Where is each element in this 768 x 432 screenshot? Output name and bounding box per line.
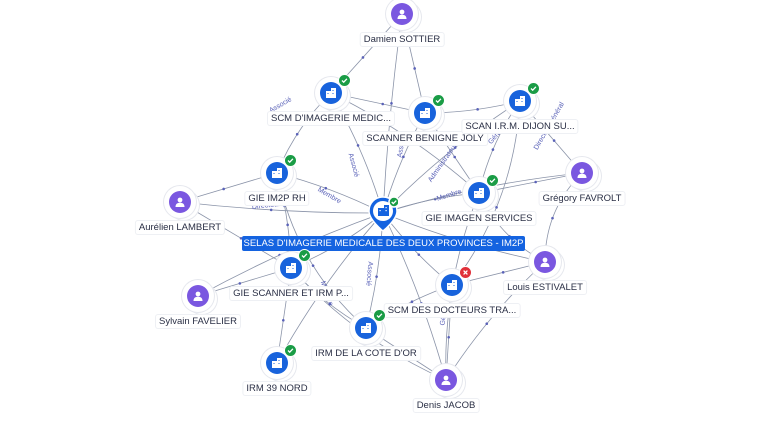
active-status-icon bbox=[338, 74, 351, 87]
edge-arrow-icon bbox=[485, 322, 489, 326]
center-company-label[interactable]: SELAS D'IMAGERIE MEDICALE DES DEUX PROVI… bbox=[242, 236, 525, 251]
node-disc bbox=[430, 364, 462, 396]
active-status-icon bbox=[298, 249, 311, 262]
building-icon bbox=[326, 88, 336, 98]
person-label: Grégory FAVROLT bbox=[539, 192, 625, 205]
node-disc bbox=[529, 246, 561, 278]
map-pin-icon[interactable] bbox=[368, 196, 398, 232]
building-icon bbox=[420, 108, 430, 118]
company-label: GIE SCANNER ET IRM P... bbox=[230, 287, 352, 300]
building-icon bbox=[515, 96, 525, 106]
company-label: SCM D'IMAGERIE MEDIC... bbox=[267, 112, 395, 125]
edge-arrow-icon bbox=[269, 208, 273, 212]
company-label: SCM DES DOCTEURS TRA... bbox=[384, 304, 520, 317]
edge-arrow-icon bbox=[311, 264, 315, 267]
building-icon bbox=[378, 205, 389, 216]
active-status-icon bbox=[432, 94, 445, 107]
graph-edge bbox=[179, 201, 384, 214]
company-label: IRM 39 NORD bbox=[243, 382, 311, 395]
graph-edge bbox=[382, 212, 447, 381]
edge-arrow-icon bbox=[361, 56, 365, 59]
building-icon bbox=[474, 188, 484, 198]
company-label: IRM DE LA COTE D'OR bbox=[312, 347, 420, 360]
graph-edge bbox=[179, 201, 292, 269]
edge-arrow-icon bbox=[534, 180, 537, 184]
company-label: GIE IM2P RH bbox=[245, 192, 309, 205]
person-label: Aurélien LAMBERT bbox=[135, 221, 225, 234]
edge-arrow-icon bbox=[328, 302, 332, 306]
person-label: Sylvain FAVELIER bbox=[156, 315, 240, 328]
edge-arrow-icon bbox=[501, 271, 505, 274]
edge-arrow-icon bbox=[324, 186, 328, 190]
person-icon bbox=[175, 197, 185, 207]
edge-arrow-icon bbox=[402, 155, 405, 159]
node-disc bbox=[275, 252, 307, 284]
closed-status-icon bbox=[459, 266, 472, 279]
company-label: SCAN I.R.M. DIJON SU... bbox=[462, 120, 578, 133]
edge-arrow-icon bbox=[552, 139, 556, 142]
person-icon bbox=[397, 9, 407, 19]
edge-arrow-icon bbox=[495, 206, 498, 209]
edge-arrow-icon bbox=[453, 146, 457, 149]
active-status-icon bbox=[284, 154, 297, 167]
building-icon bbox=[361, 323, 371, 333]
person-icon bbox=[193, 291, 203, 301]
edge-arrow-icon bbox=[551, 216, 554, 220]
edge-arrow-icon bbox=[476, 108, 479, 111]
edge-arrow-icon bbox=[375, 275, 378, 278]
active-status-icon bbox=[527, 82, 540, 95]
node-disc bbox=[182, 280, 214, 312]
building-icon bbox=[447, 280, 457, 290]
active-status-icon bbox=[486, 174, 499, 187]
building-icon bbox=[272, 358, 282, 368]
node-disc bbox=[386, 0, 418, 30]
edge-arrow-icon bbox=[238, 282, 242, 285]
edge-arrow-icon bbox=[491, 148, 495, 151]
building-icon bbox=[272, 168, 282, 178]
edge-arrow-icon bbox=[356, 144, 360, 147]
graph-edge bbox=[330, 92, 384, 214]
person-icon bbox=[577, 168, 587, 178]
edge-arrow-icon bbox=[381, 102, 385, 106]
edge-arrow-icon bbox=[447, 335, 451, 339]
node-disc bbox=[566, 157, 598, 189]
edge-arrow-icon bbox=[390, 102, 393, 105]
building-icon bbox=[286, 263, 296, 273]
edge-arrow-icon bbox=[410, 300, 414, 303]
edge-arrow-icon bbox=[282, 318, 285, 322]
edge-arrow-icon bbox=[417, 253, 421, 256]
active-status-icon bbox=[373, 309, 386, 322]
company-label: SCANNER BENIGNE JOLY bbox=[363, 132, 487, 145]
person-icon bbox=[540, 257, 550, 267]
node-disc bbox=[164, 186, 196, 218]
person-label: Louis ESTIVALET bbox=[504, 281, 586, 294]
edge-arrow-icon bbox=[239, 237, 243, 240]
edge-arrow-icon bbox=[413, 67, 416, 70]
edge-arrow-icon bbox=[453, 155, 457, 159]
person-label: Denis JACOB bbox=[413, 399, 479, 412]
edge-arrow-icon bbox=[222, 187, 225, 191]
active-status-icon bbox=[284, 344, 297, 357]
company-label: GIE IMAGEN SERVICES bbox=[422, 212, 536, 225]
person-label: Damien SOTTIER bbox=[360, 33, 444, 46]
edge-arrow-icon bbox=[286, 223, 289, 227]
person-icon bbox=[441, 375, 451, 385]
graph-edge bbox=[445, 261, 546, 381]
edge-arrow-icon bbox=[295, 132, 299, 136]
